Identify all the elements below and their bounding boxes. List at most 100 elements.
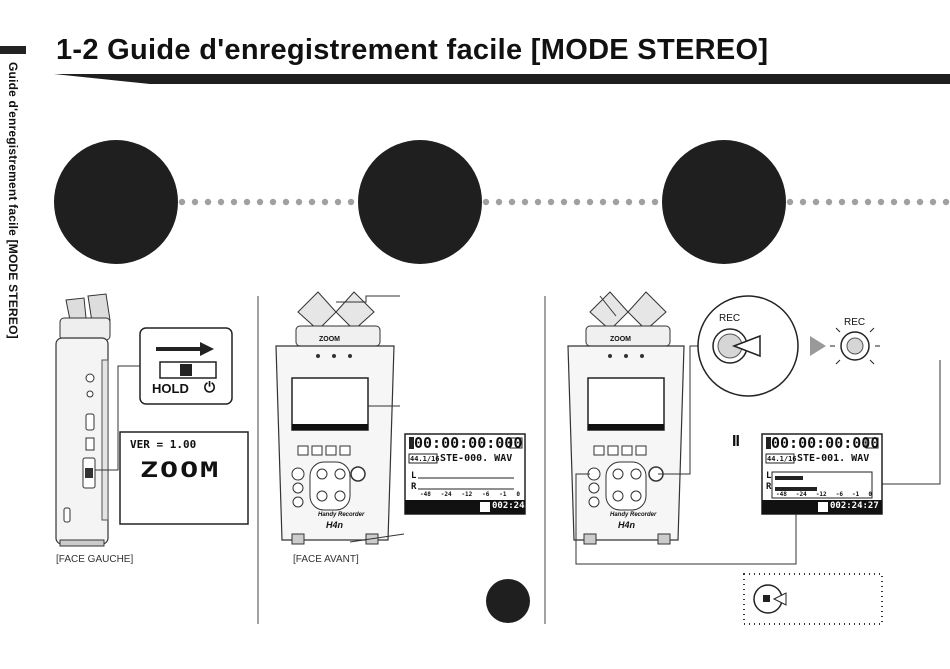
step-circle-2 — [358, 140, 482, 264]
lcd-rec-channel-l: L — [766, 471, 772, 481]
lcd-front-channel-l: L — [411, 471, 417, 481]
page-title: 1-2 Guide d'enregistrement facile [MODE … — [56, 34, 769, 66]
connector-dot — [560, 198, 568, 206]
connector-dot — [586, 198, 594, 206]
lcd-rec-remaining: 002:24:27 — [830, 501, 879, 511]
connector-dot — [178, 198, 186, 206]
caption-left-face: [FACE GAUCHE] — [56, 554, 134, 565]
connector-dot — [243, 198, 251, 206]
boot-version: VER = 1.00 — [130, 438, 197, 451]
scale-tick: -6 — [482, 491, 490, 498]
callout-mic — [336, 295, 400, 303]
connector-dot — [191, 198, 199, 206]
connector-dot — [230, 198, 238, 206]
connector-dot — [295, 198, 303, 206]
step-circle-3 — [662, 140, 786, 264]
callout-front-bottom — [349, 533, 405, 543]
lcd-rec-scale: -48 -24 -12 -6 -1 0 — [776, 491, 872, 498]
connector-dot — [573, 198, 581, 206]
connector-dot — [204, 198, 212, 206]
power-icon: ⏻ — [204, 379, 216, 395]
sidebar-marker — [0, 46, 26, 54]
scale-tick: -24 — [795, 491, 807, 498]
connector-dot — [321, 198, 329, 206]
connector-dot — [877, 198, 885, 206]
lcd-front-remaining: 002:24:27 — [492, 501, 541, 511]
device-model-2: H4n — [618, 520, 636, 530]
lcd-front-large — [404, 433, 526, 515]
arrow-right-icon — [810, 336, 826, 356]
connector-dot — [851, 198, 859, 206]
connector-dot — [308, 198, 316, 206]
device-brand-1: ZOOM — [319, 336, 340, 343]
lcd-front-format: 44.1/16 — [410, 455, 440, 463]
device-subtitle-2: Handy Recorder — [610, 512, 657, 518]
device-front-view-1 — [275, 291, 395, 545]
connector-dot — [482, 198, 490, 206]
lcd-rec-format: 44.1/16 — [767, 455, 797, 463]
device-front-view-2 — [567, 291, 685, 545]
connector-dot — [282, 198, 290, 206]
switch-panel — [139, 327, 233, 405]
connector-dot — [903, 198, 911, 206]
step-dot — [486, 579, 530, 623]
connector-dot — [825, 198, 833, 206]
step-circle-1 — [54, 140, 178, 264]
scale-tick: -6 — [835, 491, 843, 498]
lcd-rec-time: 00:00:00:000 — [771, 434, 880, 452]
scale-tick: -24 — [440, 491, 452, 498]
dotted-connector-1 — [178, 198, 355, 206]
connector-dot — [521, 198, 529, 206]
stop-button-icon — [753, 584, 787, 614]
connector-dot — [799, 198, 807, 206]
connector-dot — [599, 198, 607, 206]
rec-button-zoom — [697, 295, 799, 397]
scale-tick: -1 — [852, 491, 860, 498]
callout-switch — [95, 365, 140, 471]
header-rule — [54, 74, 950, 84]
connector-dot — [838, 198, 846, 206]
scale-tick: 0 — [516, 491, 520, 498]
device-subtitle-1: Handy Recorder — [318, 512, 365, 518]
connector-dot — [612, 198, 620, 206]
lcd-front-channel-r: R — [411, 482, 417, 492]
callout-right-edge — [880, 360, 941, 485]
connector-dot — [508, 198, 516, 206]
rec-label: REC — [719, 313, 741, 324]
connector-dot — [547, 198, 555, 206]
lcd-front-time: 00:00:00:000 — [414, 434, 523, 452]
dotted-connector-3 — [786, 198, 950, 206]
lcd-rec-large — [761, 433, 883, 515]
dotted-connector-2 — [482, 198, 659, 206]
connector-dot — [347, 198, 355, 206]
pause-icon: II — [732, 433, 740, 450]
connector-dot — [217, 198, 225, 206]
lcd-rec-channel-r: R — [766, 482, 772, 492]
connector-dot — [786, 198, 794, 206]
caption-front-face: [FACE AVANT] — [293, 554, 359, 565]
connector-dot — [929, 198, 937, 206]
connector-dot — [269, 198, 277, 206]
rec-label-lit: REC — [844, 317, 866, 328]
callout-left-button — [575, 473, 797, 565]
connector-dot — [651, 198, 659, 206]
boot-logo: ZOOM — [140, 458, 221, 483]
lcd-front-file: STE-000. WAV — [440, 453, 513, 464]
connector-dot — [625, 198, 633, 206]
connector-dot — [864, 198, 872, 206]
connector-dot — [534, 198, 542, 206]
scale-tick: -48 — [776, 491, 787, 498]
rec-lit-icon — [830, 327, 880, 365]
connector-dot — [256, 198, 264, 206]
device-model-1: H4n — [326, 520, 344, 530]
lcd-rec-file: STE-001. WAV — [797, 453, 870, 464]
device-side-view — [55, 293, 111, 547]
scale-tick: 0 — [868, 491, 872, 498]
connector-dot — [638, 198, 646, 206]
hold-label: HOLD — [152, 381, 189, 396]
scale-tick: -12 — [461, 491, 473, 498]
scale-tick: -48 — [420, 491, 431, 498]
scale-tick: -12 — [815, 491, 827, 498]
connector-dot — [916, 198, 924, 206]
